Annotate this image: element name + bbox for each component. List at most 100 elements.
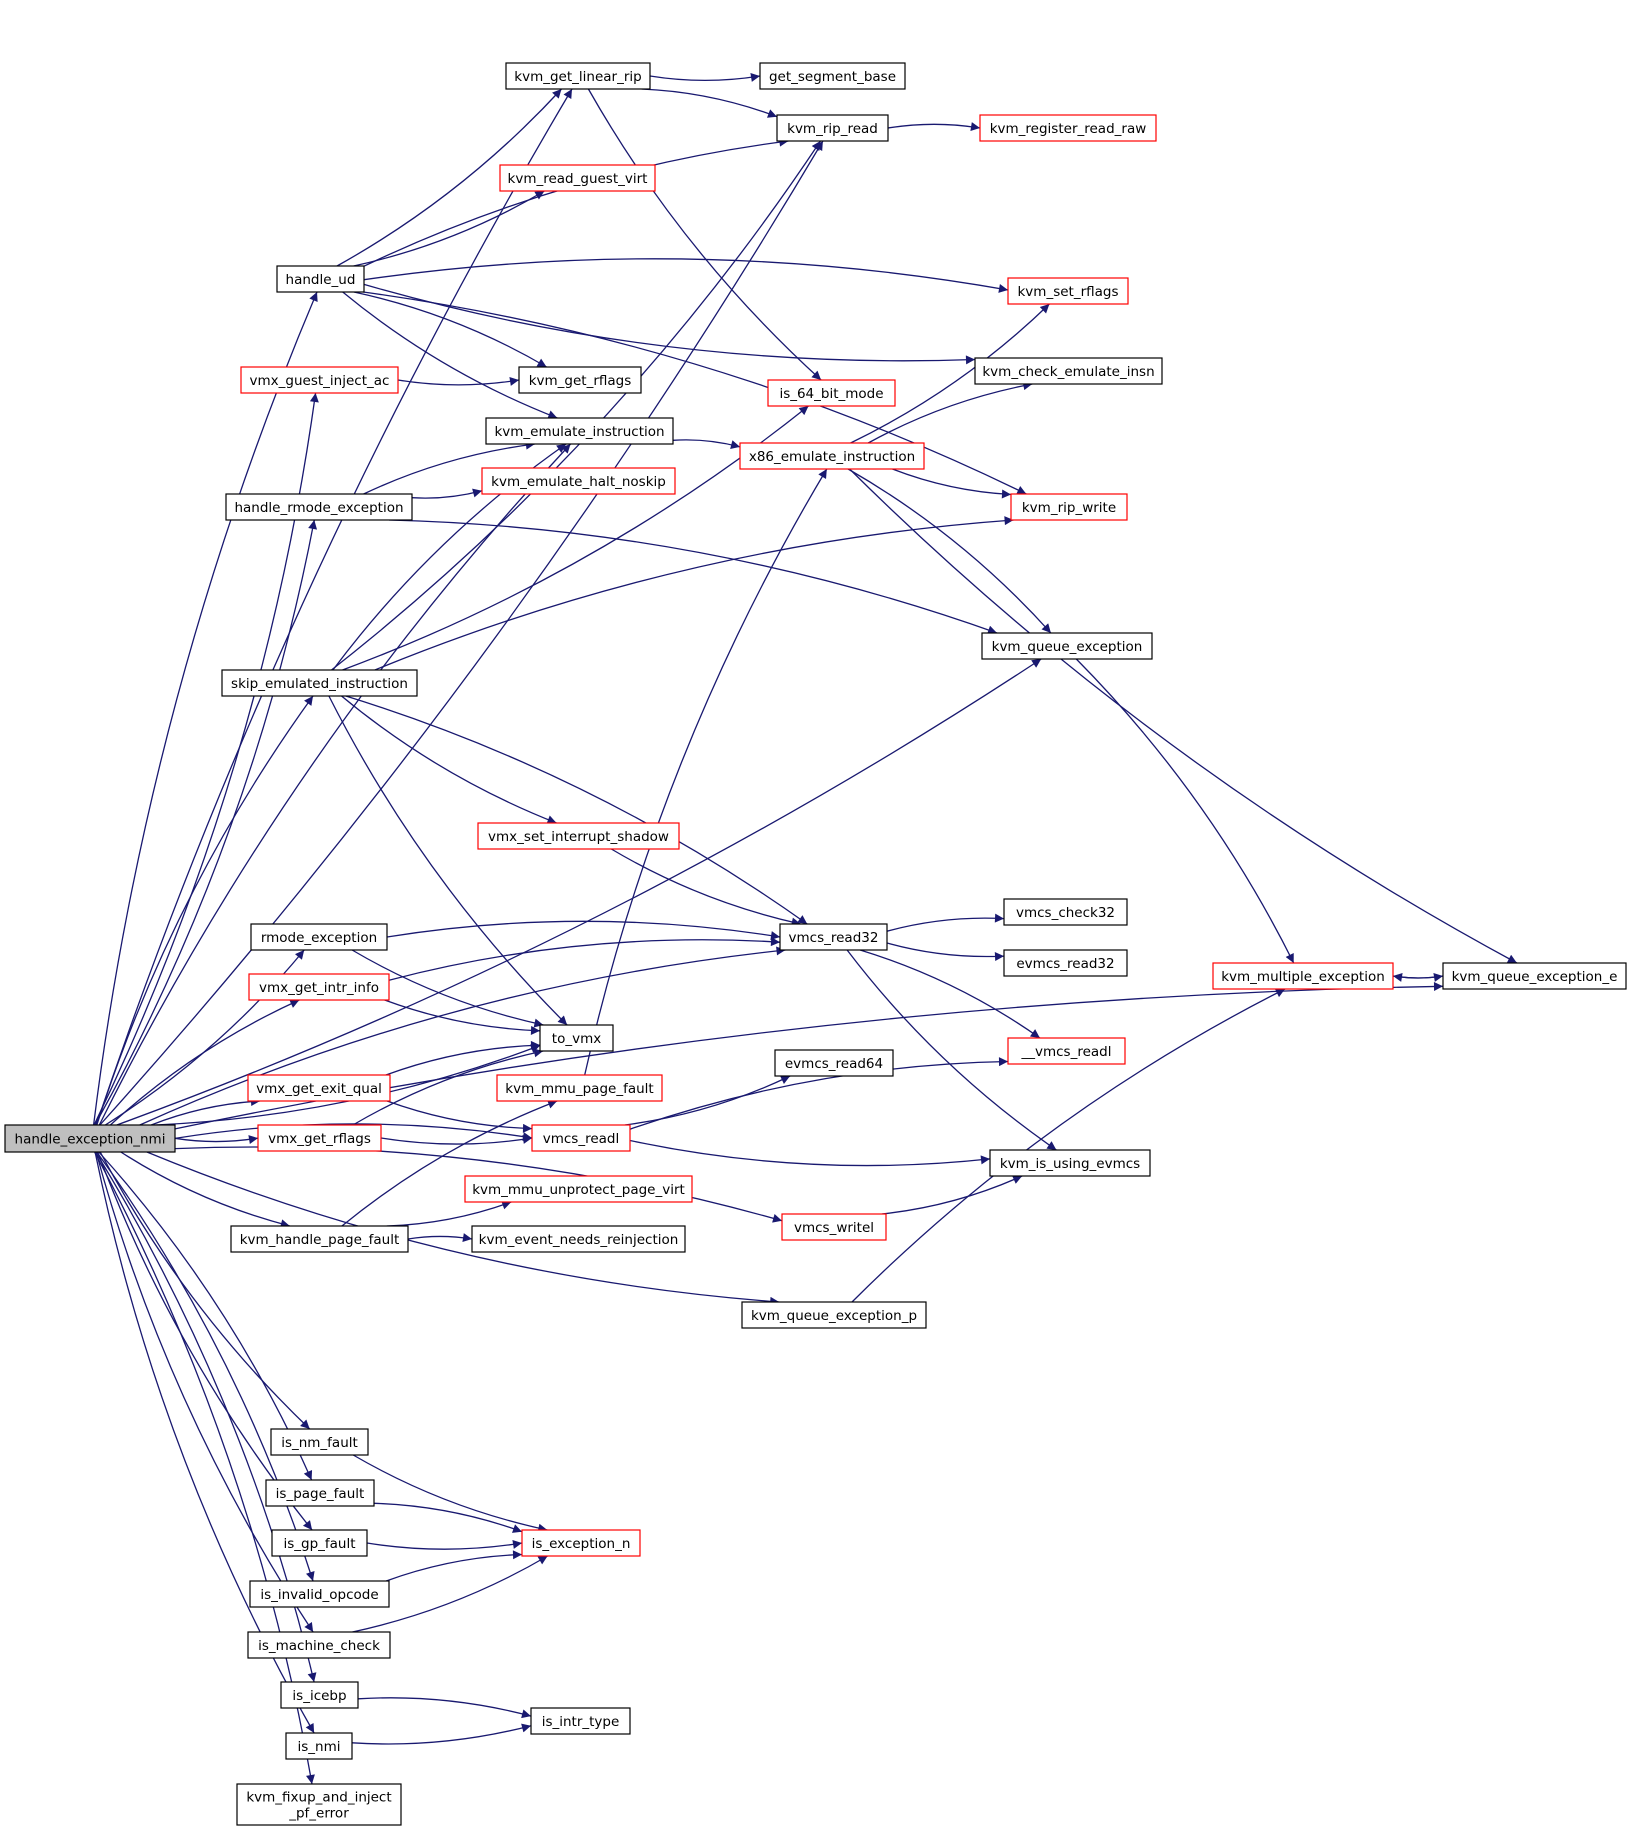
node-label: kvm_mmu_unprotect_page_virt [472,1182,685,1198]
node-label: kvm_queue_exception_p [751,1308,917,1324]
node-is-gp-fault[interactable]: is_gp_fault [271,1529,368,1557]
edge-handle_exception_nmi-to-handle_ud [92,291,318,1126]
edge-rmode_exception-to-to_vmx [351,949,544,1028]
edge-vmcs_readl-to-kvm_is_using_evmcs [629,1139,991,1167]
node-to-vmx[interactable]: to_vmx [539,1024,614,1052]
edge-handle_exception_nmi-to-is_nm_fault [99,1151,311,1430]
node-box [539,1024,614,1052]
node-label: kvm_rip_write [1022,500,1116,516]
node-vmcs-readl[interactable]: __vmcs_readl [1007,1037,1126,1065]
node-kvm-emulate-instruction[interactable]: kvm_emulate_instruction [485,417,674,445]
node-x86-emulate-instruction[interactable]: x86_emulate_instruction [739,442,925,470]
node-kvm-multiple-exception[interactable]: kvm_multiple_exception [1212,962,1394,990]
node-handle-rmode-exception[interactable]: handle_rmode_exception [225,493,413,521]
node-kvm-rip-read[interactable]: kvm_rip_read [776,114,889,142]
node-box [505,62,651,90]
node-is-icebp[interactable]: is_icebp [280,1681,359,1709]
node-kvm-check-emulate-insn[interactable]: kvm_check_emulate_insn [974,357,1163,385]
node-box [230,1225,409,1253]
node-vmcs-writel[interactable]: vmcs_writel [781,1213,887,1241]
node-is-nm-fault[interactable]: is_nm_fault [270,1428,369,1456]
node-vmcs-readl[interactable]: vmcs_readl [531,1124,631,1152]
node-box [249,1580,390,1608]
node-evmcs-read32[interactable]: evmcs_read32 [1003,949,1128,977]
node-kvm-rip-write[interactable]: kvm_rip_write [1010,493,1128,521]
node-label: kvm_queue_exception [992,639,1143,655]
node-box [1442,962,1627,990]
node-is-64-bit-mode[interactable]: is_64_bit_mode [767,379,896,407]
node-label: rmode_exception [261,930,377,946]
node-kvm-get-linear-rip[interactable]: kvm_get_linear_rip [505,62,651,90]
node-label: kvm_multiple_exception [1221,969,1385,985]
node-vmx-guest-inject-ac[interactable]: vmx_guest_inject_ac [240,366,399,394]
node-label: kvm_is_using_evmcs [1000,1156,1140,1172]
edge-handle_ud-to-kvm_get_rflags [353,291,547,368]
node-is-nmi[interactable]: is_nmi [285,1732,353,1760]
node-vmx-get-exit-qual[interactable]: vmx_get_exit_qual [247,1074,391,1102]
node-is-page-fault[interactable]: is_page_fault [265,1479,375,1507]
edge-x86_emulate_instruction-to-kvm_set_rflags [850,303,1050,444]
node-box [767,379,896,407]
edge-kvm_get_linear_rip-to-kvm_rip_read [641,88,778,118]
node-label: __vmcs_readl [1021,1044,1112,1060]
node-kvm-queue-exception[interactable]: kvm_queue_exception [981,632,1153,660]
node-kvm-register-read-raw[interactable]: kvm_register_read_raw [979,114,1157,142]
edge-vmcs_read32-to-evmcs_read32 [886,942,1005,962]
node-kvm-mmu-unprotect-page-virt[interactable]: kvm_mmu_unprotect_page_virt [464,1175,693,1203]
node-box [496,1074,663,1102]
node-kvm-handle-page-fault[interactable]: kvm_handle_page_fault [230,1225,409,1253]
node-box [464,1175,693,1203]
edge-kvm_handle_page_fault-to-kvm_mmu_page_fault [341,1100,558,1227]
node-kvm-set-rflags[interactable]: kvm_set_rflags [1007,277,1129,305]
node-vmx-get-rflags[interactable]: vmx_get_rflags [257,1124,382,1152]
node-box [530,1707,631,1735]
node-kvm-mmu-page-fault[interactable]: kvm_mmu_page_fault [496,1074,663,1102]
node-label: is_icebp [292,1688,346,1704]
node-box [979,114,1157,142]
edge-vmx_get_rflags-to-vmcs_readl [380,1134,533,1145]
node-box [759,62,906,90]
node-vmcs-check32[interactable]: vmcs_check32 [1003,898,1128,926]
node-box [1003,949,1128,977]
node-skip-emulated-instruction[interactable]: skip_emulated_instruction [221,669,418,697]
edge-vmx_get_exit_qual-to-vmcs_readl [386,1100,533,1133]
node-kvm-emulate-halt-noskip[interactable]: kvm_emulate_halt_noskip [481,467,676,495]
node-kvm-queue-exception-p[interactable]: kvm_queue_exception_p [741,1301,927,1329]
node-vmx-set-interrupt-shadow[interactable]: vmx_set_interrupt_shadow [477,822,680,850]
node-label: vmx_get_intr_info [259,980,379,996]
node-kvm-fixup-and-inject-pf-error[interactable]: kvm_fixup_and_inject_pf_error [236,1783,402,1826]
node-kvm-get-rflags[interactable]: kvm_get_rflags [518,366,642,394]
edge-skip_emulated_instruction-to-to_vmx [328,695,568,1026]
node-evmcs-read64[interactable]: evmcs_read64 [774,1049,894,1077]
node-kvm-queue-exception-e[interactable]: kvm_queue_exception_e [1442,962,1627,990]
node-is-exception-n[interactable]: is_exception_n [521,1529,641,1557]
node-vmcs-read32[interactable]: vmcs_read32 [779,923,888,951]
edge-x86_emulate_instruction-to-kvm_rip_write [892,468,1012,499]
edge-kvm_get_linear_rip-to-is_64_bit_mode [587,88,822,381]
edge-kvm_handle_page_fault-to-kvm_event_needs_reinjection [407,1233,473,1243]
node-is-intr-type[interactable]: is_intr_type [530,1707,631,1735]
node-is-machine-check[interactable]: is_machine_check [247,1631,391,1659]
node-box [781,1213,887,1241]
node-label: kvm_read_guest_virt [508,171,648,187]
node-handle-exception-nmi[interactable]: handle_exception_nmi [4,1124,176,1153]
node-label: kvm_handle_page_fault [240,1232,400,1248]
node-box [236,1783,402,1826]
node-label: vmcs_readl [543,1131,620,1147]
node-rmode-exception[interactable]: rmode_exception [250,923,388,951]
node-get-segment-base[interactable]: get_segment_base [759,62,906,90]
node-box [265,1479,375,1507]
node-kvm-read-guest-virt[interactable]: kvm_read_guest_virt [499,164,656,192]
edge-vmx_get_exit_qual-to-to_vmx [385,1040,541,1076]
node-label: is_intr_type [542,1714,620,1730]
node-vmx-get-intr-info[interactable]: vmx_get_intr_info [248,973,390,1001]
node-label: evmcs_read32 [1016,956,1114,972]
edge-vmcs_read32-to-__vmcs_readl [859,949,1041,1039]
node-is-invalid-opcode[interactable]: is_invalid_opcode [249,1580,390,1608]
node-kvm-is-using-evmcs[interactable]: kvm_is_using_evmcs [989,1149,1151,1177]
node-label: kvm_emulate_halt_noskip [491,474,666,490]
edge-handle_exception_nmi-to-kvm_rip_read [99,140,824,1126]
node-handle-ud[interactable]: handle_ud [276,265,365,293]
node-kvm-event-needs-reinjection[interactable]: kvm_event_needs_reinjection [471,1225,686,1253]
